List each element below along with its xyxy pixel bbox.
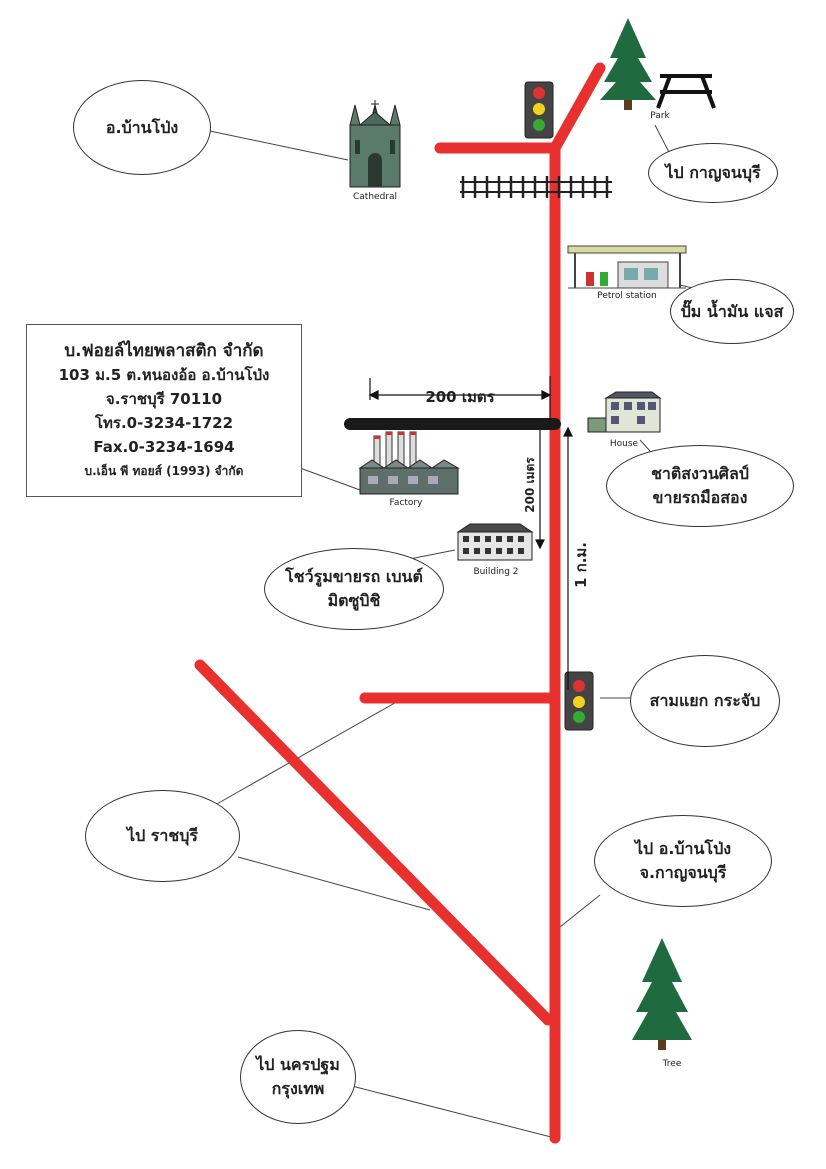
- traffic-light-icon: [524, 81, 554, 139]
- bubble-junction-text: สามแยก กระจับ: [649, 691, 761, 710]
- bubble-chat-sanguan: ชาติสงวนศิลป์ ขายรถมือสอง: [606, 445, 794, 527]
- building-label: Building 2: [473, 567, 518, 577]
- road-to-kanchanaburi: [549, 62, 606, 154]
- picnic-table-icon: [656, 74, 716, 109]
- house-label: House: [610, 439, 639, 449]
- building-icon: [456, 523, 534, 561]
- company-address-line2: จ.ราชบุรี 70110: [105, 390, 223, 408]
- factory-icon: [358, 431, 460, 495]
- distance-km-label: 1 ก.ม.: [572, 542, 590, 588]
- bubble-to-nakhon-line2: กรุงเทพ: [271, 1079, 325, 1098]
- distance-horizontal-label: 200 เมตร: [425, 388, 495, 406]
- bubble-ban-pong-text: อ.บ้านโป่ง: [105, 117, 179, 137]
- tree-label: Tree: [662, 1059, 682, 1069]
- bubble-chat-line1: ชาติสงวนศิลป์: [651, 464, 749, 483]
- bubble-to-nakhon-pathom: ไป นครปฐม กรุงเทพ: [240, 1030, 356, 1124]
- bubble-showroom-line2: มิตซูบิชิ: [327, 591, 381, 610]
- bubble-gas-pump: ปั๊ม น้ำมัน แจส: [670, 279, 794, 344]
- company-phone: โทร.0-3234-1722: [94, 414, 234, 432]
- bubble-showroom-line1: โชว์รูมขายรถ เบนต์: [285, 567, 423, 586]
- company-fax: Fax.0-3234-1694: [93, 438, 235, 456]
- distance-markers: [368, 376, 573, 690]
- park-tree-icon: [600, 18, 656, 110]
- bubble-to-ban-pong-line1: ไป อ.บ้านโป่ง: [634, 839, 732, 858]
- bubble-junction: สามแยก กระจับ: [630, 655, 780, 747]
- traffic-light-icon: [564, 671, 594, 731]
- bubble-to-ratchaburi-text: ไป ราชบุรี: [127, 826, 198, 845]
- tree-icon: [632, 938, 692, 1050]
- petrol-station-icon: [567, 245, 687, 289]
- roads: [194, 62, 606, 1144]
- petrol-station-label: Petrol station: [597, 291, 657, 301]
- cathedral-icon: [349, 100, 401, 188]
- bubble-to-kanchanaburi-text: ไป กาญจนบุรี: [665, 163, 761, 182]
- road-to-nakhon-pathom: [194, 659, 554, 1026]
- company-address-line1: 103 ม.5 ต.หนองอ้อ อ.บ้านโป่ง: [58, 366, 270, 384]
- bubble-showroom: โชว์รูมขายรถ เบนต์ มิตซูบิชิ: [264, 548, 444, 630]
- company-info-box: บ.ฟอยล์ไทยพลาสติก จำกัด 103 ม.5 ต.หนองอ้…: [26, 324, 302, 497]
- bubble-to-nakhon-line1: ไป นครปฐม: [256, 1055, 340, 1074]
- bubble-chat-line2: ขายรถมือสอง: [652, 488, 748, 507]
- railway-icon: [460, 176, 612, 198]
- factory-label: Factory: [390, 498, 424, 508]
- company-note: บ.เอ็น พี ทอยส์ (1993) จำกัด: [84, 464, 244, 478]
- distance-vertical-label: 200 เมตร: [523, 457, 537, 513]
- house-icon: [587, 391, 662, 433]
- bubble-to-ratchaburi: ไป ราชบุรี: [85, 790, 240, 882]
- bubble-to-kanchanaburi: ไป กาญจนบุรี: [648, 143, 778, 203]
- bubble-to-ban-pong: ไป อ.บ้านโป่ง จ.กาญจนบุรี: [594, 815, 772, 907]
- company-name: บ.ฟอยล์ไทยพลาสติก จำกัด: [64, 341, 264, 361]
- bubble-to-ban-pong-line2: จ.กาญจนบุรี: [639, 863, 727, 882]
- park-label: Park: [650, 111, 670, 121]
- cathedral-label: Cathedral: [353, 192, 397, 202]
- bubble-gas-pump-text: ปั๊ม น้ำมัน แจส: [680, 301, 784, 321]
- bubble-ban-pong: อ.บ้านโป่ง: [73, 80, 211, 175]
